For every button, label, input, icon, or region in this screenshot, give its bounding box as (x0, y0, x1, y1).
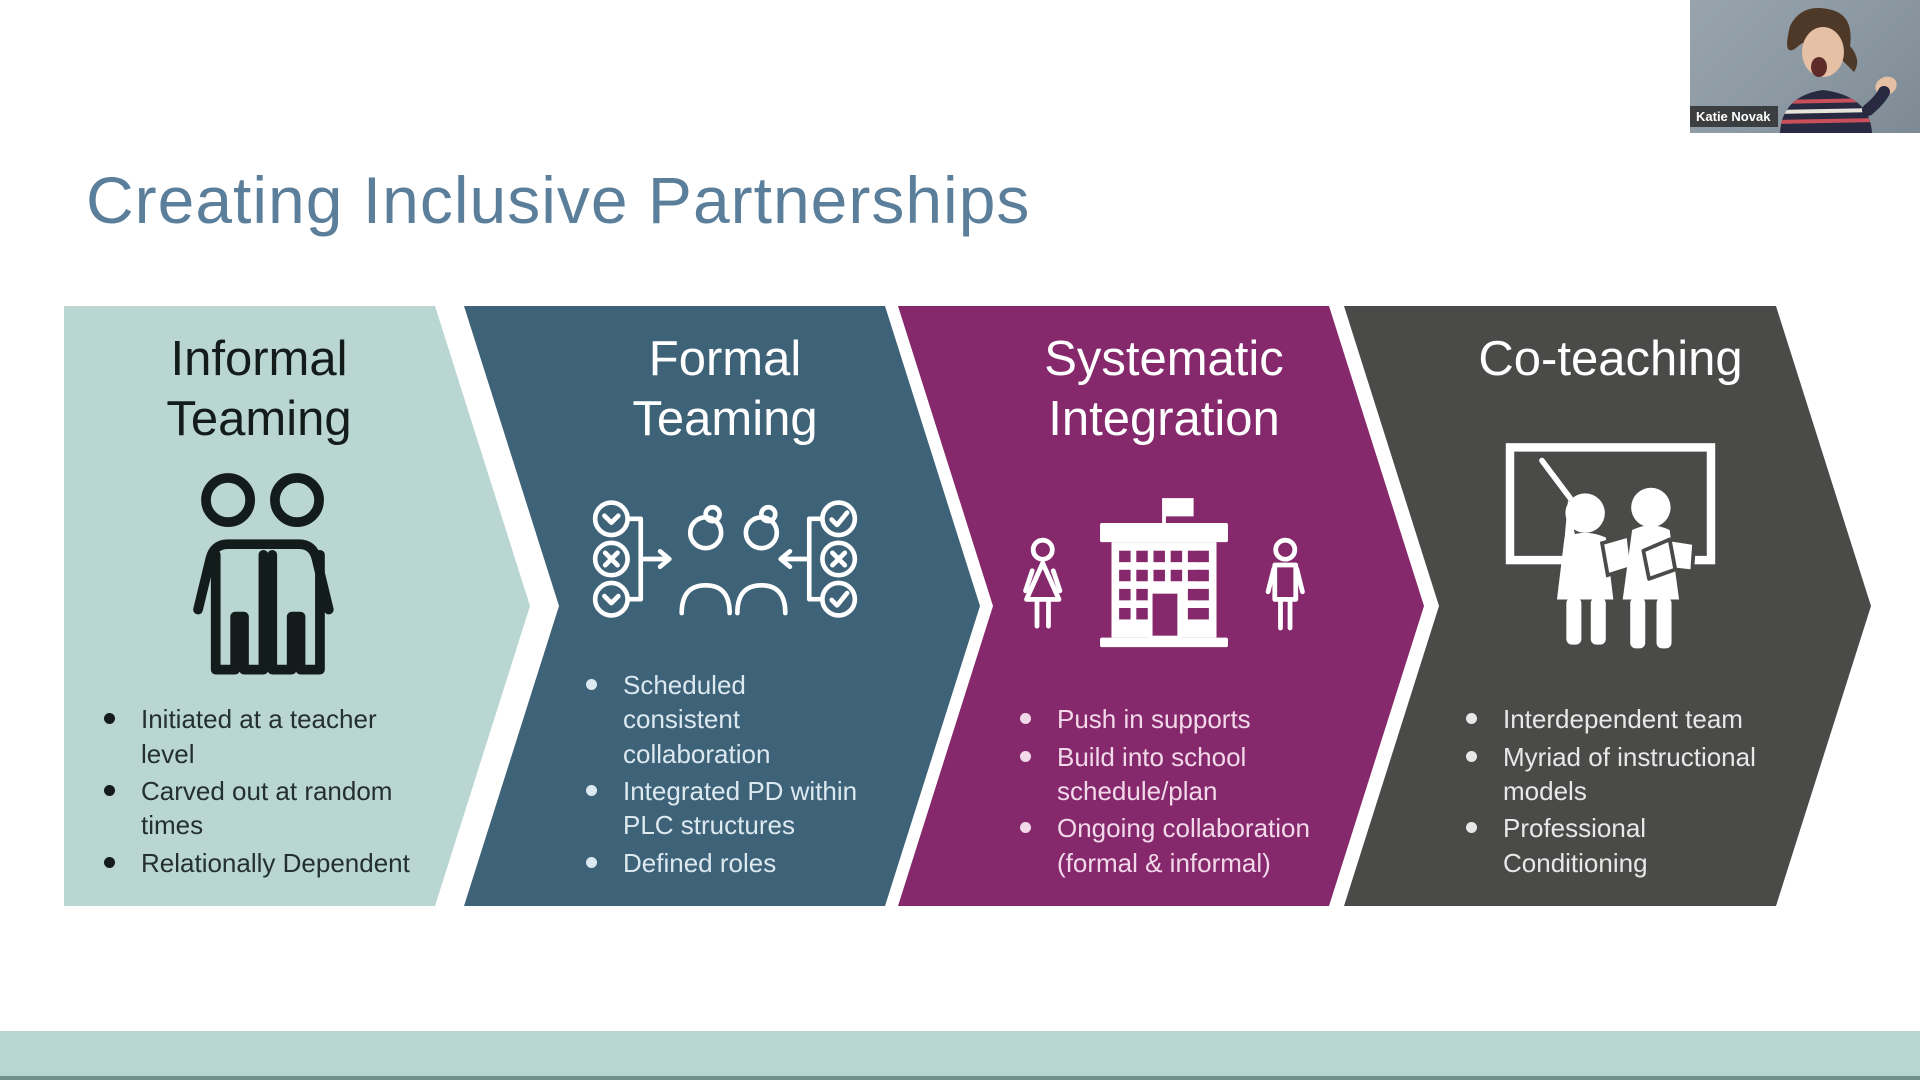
two-people-outline-icon (100, 450, 418, 703)
bullet-dot-icon (104, 713, 115, 724)
bullet-dot-icon (1020, 751, 1031, 762)
bullet-text: Myriad of instructional models (1503, 741, 1756, 807)
stage-bullet-list: Scheduled consistent collaboration Integ… (582, 668, 868, 880)
bullet-text: Relationally Dependent (141, 847, 410, 878)
bullet-text: Interdependent team (1503, 704, 1743, 735)
list-item: Professional Conditioning (1462, 811, 1759, 880)
bullet-text: Scheduled consistent collaboration (623, 670, 771, 769)
list-item: Push in supports (1016, 702, 1312, 736)
school-building-icon (1016, 450, 1312, 703)
bullet-text: Ongoing collaboration (formal & informal… (1057, 813, 1310, 878)
list-item: Initiated at a teacher level (100, 702, 418, 771)
stage-bullet-list: Interdependent team Myriad of instructio… (1462, 702, 1759, 880)
bullet-text: Integrated PD within PLC structures (623, 776, 858, 841)
list-item: Relationally Dependent (100, 846, 418, 880)
bullet-dot-icon (1466, 751, 1477, 762)
list-item: Build into school schedule/plan (1016, 740, 1312, 809)
webcam-tile[interactable]: Katie Novak (1690, 0, 1920, 133)
bullet-dot-icon (586, 857, 597, 868)
stage-informal-teaming: Informal Teaming Initiated at a teacher … (64, 306, 530, 906)
list-item: Defined roles (582, 846, 868, 880)
webcam-video (1780, 8, 1897, 133)
bullet-text: Carved out at random times (141, 776, 393, 841)
co-teaching-whiteboard-icon (1462, 390, 1759, 703)
stage-title: Formal Teaming (632, 332, 818, 446)
stage-title: Systematic Integration (1044, 332, 1284, 446)
stage-bullet-list: Push in supports Build into school sched… (1016, 702, 1312, 880)
bullet-dot-icon (104, 857, 115, 868)
bottom-accent-bar (0, 1031, 1920, 1076)
list-item: Interdependent team (1462, 702, 1759, 736)
list-item: Scheduled consistent collaboration (582, 668, 868, 771)
bottom-edge-line (0, 1076, 1920, 1080)
stage-systematic-integration: Systematic Integration (898, 306, 1424, 906)
bullet-text: Professional Conditioning (1503, 813, 1648, 878)
bullet-text: Initiated at a teacher level (141, 704, 377, 769)
list-item: Myriad of instructional models (1462, 740, 1759, 809)
bullet-dot-icon (586, 785, 597, 796)
bullet-dot-icon (1020, 822, 1031, 833)
stage-formal-teaming: Formal Teaming (464, 306, 980, 906)
stage-bullet-list: Initiated at a teacher level Carved out … (100, 702, 418, 880)
bullet-text: Defined roles (623, 847, 777, 878)
bullet-text: Push in supports (1057, 704, 1251, 735)
stage-co-teaching: Co-teaching (1344, 306, 1871, 906)
bullet-dot-icon (104, 785, 115, 796)
page-title: Creating Inclusive Partnerships (86, 163, 1031, 238)
scheduled-collaboration-icon (582, 450, 868, 669)
participant-name-label: Katie Novak (1690, 106, 1779, 127)
bullet-dot-icon (586, 679, 597, 690)
stage-title: Informal Teaming (166, 332, 352, 446)
bullet-dot-icon (1466, 822, 1477, 833)
list-item: Integrated PD within PLC structures (582, 774, 868, 843)
bullet-text: Build into school schedule/plan (1057, 741, 1247, 807)
stage-title: Co-teaching (1478, 332, 1743, 386)
list-item: Ongoing collaboration (formal & informal… (1016, 811, 1312, 880)
list-item: Carved out at random times (100, 774, 418, 843)
bullet-dot-icon (1466, 713, 1477, 724)
bullet-dot-icon (1020, 713, 1031, 724)
